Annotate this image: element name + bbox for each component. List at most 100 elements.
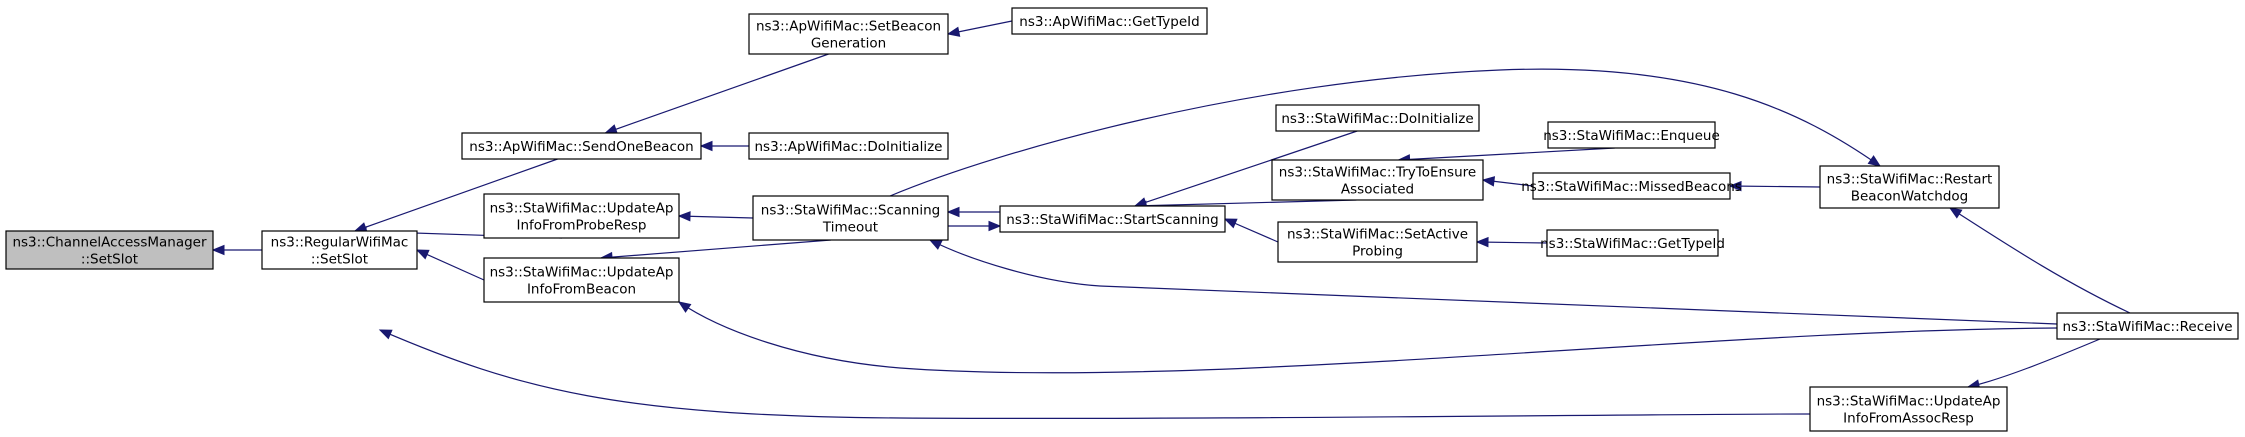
nodes-layer: ns3::ChannelAccessManager::SetSlotns3::R…: [5, 7, 2239, 432]
node-label: ns3::StaWifiMac::UpdateAp: [490, 265, 674, 281]
node-label: ::SetSlot: [311, 252, 368, 268]
graph-node-n8[interactable]: ns3::ApWifiMac::GetTypeId: [1011, 7, 1208, 35]
node-label: InfoFromBeacon: [527, 282, 636, 298]
node-box: [2056, 312, 2239, 340]
node-label: BeaconWatchdog: [1851, 189, 1969, 205]
node-label: ns3::StaWifiMac::Restart: [1827, 172, 1993, 188]
node-box: [1819, 165, 2000, 209]
node-label: ns3::StaWifiMac::MissedBeacons: [1521, 179, 1742, 195]
node-box: [1275, 104, 1480, 132]
edge-arrowhead: [415, 249, 430, 260]
node-label: ::SetSlot: [81, 252, 138, 268]
node-box: [5, 230, 214, 270]
node-label: ns3::StaWifiMac::StartScanning: [1006, 212, 1218, 228]
edge-arrowhead: [1475, 236, 1489, 248]
node-label: Timeout: [822, 220, 878, 236]
edge-n17-to-n18: [1967, 338, 2101, 388]
edge-n16-to-n14: [1729, 185, 1821, 188]
node-box: [999, 205, 1226, 233]
node-box: [1809, 386, 2008, 432]
node-box: [748, 132, 949, 160]
node-label: ns3::StaWifiMac::UpdateAp: [490, 201, 674, 217]
edge-arrowhead: [1867, 155, 1882, 167]
node-box: [752, 195, 949, 241]
node-label: ns3::StaWifiMac::Scanning: [761, 203, 940, 219]
node-label: ns3::StaWifiMac::DoInitialize: [1281, 111, 1473, 127]
edges-layer: [211, 20, 2131, 420]
graph-node-n13[interactable]: ns3::StaWifiMac::Enqueue: [1543, 121, 1720, 149]
node-box: [748, 13, 949, 55]
edge-n7-to-n16: [889, 68, 1881, 197]
node-label: InfoFromProbeResp: [517, 218, 647, 234]
node-box: [1277, 221, 1478, 263]
graph-node-n15[interactable]: ns3::StaWifiMac::GetTypeId: [1540, 229, 1725, 257]
node-label: ns3::ApWifiMac::SendOneBeacon: [469, 139, 693, 155]
node-box: [261, 230, 418, 270]
edge-arrowhead: [378, 329, 393, 340]
node-label: Associated: [1341, 182, 1414, 198]
node-label: Probing: [1352, 244, 1403, 260]
edge-n17-to-n7: [929, 239, 2058, 325]
edge-arrowhead: [946, 206, 960, 218]
edge-arrowhead: [1481, 176, 1496, 187]
graph-node-n0[interactable]: ns3::ChannelAccessManager::SetSlot: [5, 230, 214, 270]
edge-n17-to-n4: [678, 301, 2058, 374]
edge-arrowhead: [604, 124, 618, 135]
node-box: [1271, 159, 1484, 201]
node-label: ns3::ChannelAccessManager: [12, 235, 207, 251]
node-box: [1546, 229, 1719, 257]
edge-n11-to-n9: [1134, 199, 1357, 207]
edge-arrowhead: [677, 301, 692, 313]
edge-arrowhead: [1728, 180, 1742, 192]
node-label: ns3::StaWifiMac::Enqueue: [1543, 128, 1720, 144]
edge-arrowhead: [211, 244, 225, 256]
edge-n7-to-n3: [678, 215, 754, 219]
edge-arrowhead: [988, 220, 1002, 232]
edge-n17-to-n16: [1949, 207, 2131, 314]
edge-n13-to-n11: [1398, 147, 1615, 161]
node-label: InfoFromAssocResp: [1843, 411, 1974, 427]
edge-n2-to-n1: [354, 158, 558, 232]
edge-n15-to-n12: [1476, 241, 1548, 244]
node-label: ns3::StaWifiMac::SetActive: [1287, 227, 1468, 243]
edge-n5-to-n2: [605, 53, 829, 134]
node-label: ns3::ApWifiMac::DoInitialize: [755, 139, 943, 155]
edge-arrowhead: [1948, 207, 1963, 219]
node-label: ns3::StaWifiMac::Receive: [2062, 319, 2232, 335]
edge-arrowhead: [928, 239, 943, 250]
node-label: ns3::ApWifiMac::GetTypeId: [1019, 14, 1199, 30]
graph-node-n17[interactable]: ns3::StaWifiMac::Receive: [2056, 312, 2239, 340]
node-label: ns3::StaWifiMac::TryToEnsure: [1279, 165, 1476, 181]
graph-node-n10[interactable]: ns3::StaWifiMac::DoInitialize: [1275, 104, 1480, 132]
graph-node-n6[interactable]: ns3::ApWifiMac::DoInitialize: [748, 132, 949, 160]
graph-node-n2[interactable]: ns3::ApWifiMac::SendOneBeacon: [461, 132, 702, 160]
graph-node-n18[interactable]: ns3::StaWifiMac::UpdateApInfoFromAssocRe…: [1809, 386, 2008, 432]
edge-n4-to-n1: [416, 249, 485, 281]
node-box: [1011, 7, 1208, 35]
node-box: [461, 132, 702, 160]
graph-node-n14[interactable]: ns3::StaWifiMac::MissedBeacons: [1521, 172, 1742, 200]
node-box: [483, 257, 680, 303]
graph-node-n3[interactable]: ns3::StaWifiMac::UpdateApInfoFromProbeRe…: [483, 193, 680, 239]
graph-node-n1[interactable]: ns3::RegularWifiMac::SetSlot: [261, 230, 418, 270]
node-label: ns3::ApWifiMac::SetBeacon: [756, 19, 941, 35]
edge-arrowhead: [677, 211, 691, 222]
node-box: [483, 193, 680, 239]
graph-node-n9[interactable]: ns3::StaWifiMac::StartScanning: [999, 205, 1226, 233]
edge-arrowhead: [946, 26, 961, 37]
node-box: [1532, 172, 1731, 200]
edge-n10-to-n9: [1134, 130, 1358, 207]
node-label: ns3::StaWifiMac::GetTypeId: [1540, 236, 1725, 252]
edge-arrowhead: [1223, 218, 1238, 229]
edge-n7-to-n4: [600, 239, 832, 259]
node-label: Generation: [811, 36, 886, 52]
node-box: [1547, 121, 1716, 149]
edge-n18-to-n1: [379, 329, 1811, 420]
